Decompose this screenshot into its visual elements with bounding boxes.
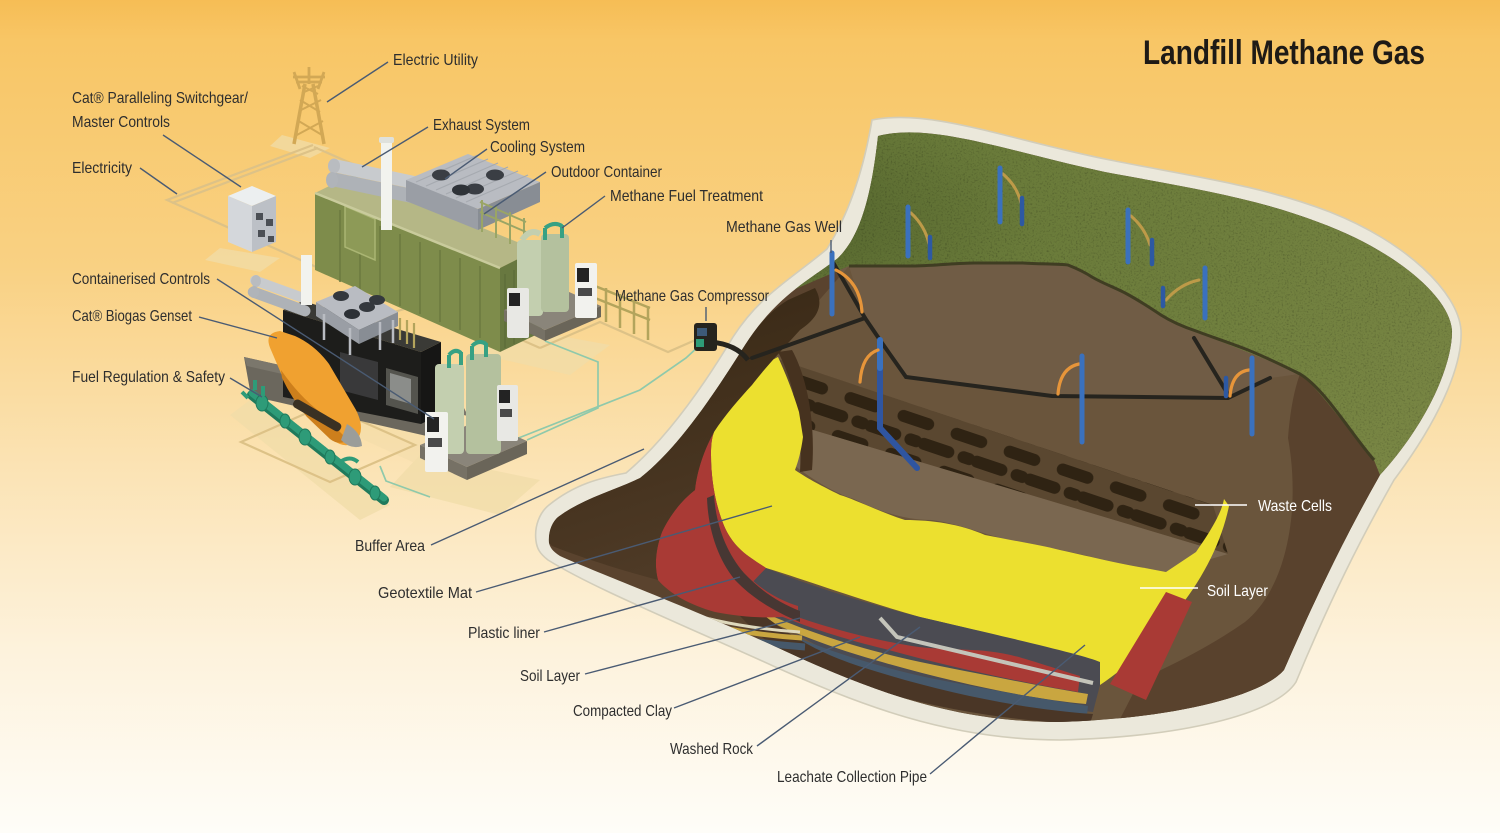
- svg-text:Exhaust System: Exhaust System: [433, 117, 530, 134]
- svg-text:Cat® Paralleling Switchgear/: Cat® Paralleling Switchgear/: [72, 90, 248, 107]
- svg-text:Geotextile Mat: Geotextile Mat: [378, 585, 473, 602]
- svg-text:Containerised Controls: Containerised Controls: [72, 271, 210, 288]
- svg-text:Plastic liner: Plastic liner: [468, 625, 541, 642]
- svg-text:Electric Utility: Electric Utility: [393, 52, 478, 69]
- svg-text:Leachate Collection Pipe: Leachate Collection Pipe: [777, 769, 927, 786]
- svg-text:Outdoor Container: Outdoor Container: [551, 164, 663, 181]
- svg-text:Washed Rock: Washed Rock: [670, 741, 754, 758]
- svg-text:Methane Gas Compressor: Methane Gas Compressor: [615, 288, 770, 305]
- svg-text:Soil Layer: Soil Layer: [1207, 583, 1269, 600]
- svg-text:Buffer Area: Buffer Area: [355, 538, 425, 555]
- svg-text:Compacted Clay: Compacted Clay: [573, 703, 672, 720]
- svg-text:Electricity: Electricity: [72, 160, 132, 177]
- svg-text:Landfill Methane Gas: Landfill Methane Gas: [1143, 34, 1425, 72]
- svg-text:Master Controls: Master Controls: [72, 114, 170, 131]
- svg-text:Soil Layer: Soil Layer: [520, 668, 581, 685]
- svg-text:Cooling System: Cooling System: [490, 139, 585, 156]
- svg-text:Methane Gas Well: Methane Gas Well: [726, 219, 842, 236]
- svg-text:Waste Cells: Waste Cells: [1258, 498, 1332, 515]
- svg-text:Methane Fuel Treatment: Methane Fuel Treatment: [610, 188, 763, 205]
- svg-text:Cat® Biogas Genset: Cat® Biogas Genset: [72, 308, 192, 325]
- svg-text:Fuel Regulation & Safety: Fuel Regulation & Safety: [72, 369, 225, 386]
